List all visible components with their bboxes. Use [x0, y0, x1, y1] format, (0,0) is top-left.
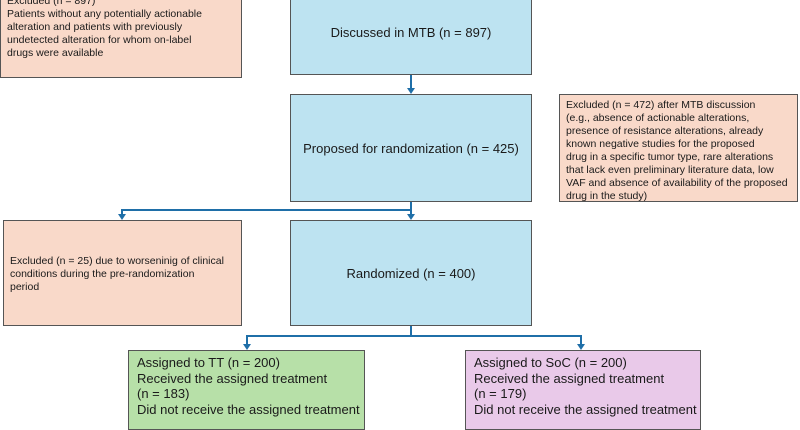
excluded-mtb-line-4: known negative studies for the proposed	[566, 138, 755, 150]
excluded-prerand-line-2: conditions during the pre-randomization	[10, 268, 195, 280]
excluded-top-line-1: Patients without any potentially actiona…	[7, 8, 202, 20]
connector-arms-horizontal	[246, 335, 582, 337]
excluded-top-line-4: drugs were available	[7, 47, 104, 59]
randomized-label: Randomized (n = 400)	[346, 265, 476, 281]
connector-discussed-proposed	[410, 75, 412, 89]
connector-to-excluded-prerand	[121, 209, 123, 215]
excluded-mtb-line-6: that lack even preliminary literature da…	[566, 164, 774, 176]
excluded-no-actionable-box: Excluded (n = 897) Patients without any …	[0, 0, 242, 78]
arm-tt-line-2: Received the assigned treatment	[137, 370, 328, 386]
excluded-mtb-line-8: drug in the study)	[566, 190, 648, 202]
discussed-in-mtb-box: Discussed in MTB (n = 897)	[290, 0, 532, 75]
connector-randomized-down	[410, 326, 412, 336]
excluded-mtb-line-1: Excluded (n = 472) after MTB discussion	[566, 99, 756, 111]
proposed-for-randomization-box: Proposed for randomization (n = 425)	[290, 94, 532, 202]
arm-soc-line-4: Did not receive the assigned treatment	[474, 401, 697, 417]
connector-split-horizontal	[121, 209, 412, 211]
excluded-prerand-line-1: Excluded (n = 25) due to worseninig of c…	[10, 255, 224, 267]
arrowhead-excluded-prerand	[118, 214, 126, 220]
arrowhead-proposed	[407, 88, 415, 94]
arm-tt-box: Assigned to TT (n = 200) Received the as…	[128, 350, 365, 430]
excluded-top-title: Excluded (n = 897)	[7, 0, 96, 7]
randomized-box: Randomized (n = 400)	[290, 220, 532, 326]
arrowhead-soc	[577, 344, 585, 350]
arm-tt-line-4: Did not receive the assigned treatment	[137, 401, 360, 417]
excluded-after-mtb-box: Excluded (n = 472) after MTB discussion …	[559, 94, 798, 202]
arrowhead-tt	[243, 344, 251, 350]
excluded-mtb-line-7: VAF and absence of availability of the p…	[566, 177, 788, 189]
arm-soc-line-3: (n = 179)	[474, 386, 527, 401]
excluded-top-line-2: alteration and patients with previously	[7, 21, 183, 33]
excluded-prerand-line-3: period	[10, 281, 40, 293]
arm-soc-line-2: Received the assigned treatment	[474, 370, 665, 386]
connector-to-tt	[246, 335, 248, 345]
arm-tt-line-1: Assigned to TT (n = 200)	[137, 355, 280, 370]
arm-tt-line-3: (n = 183)	[137, 386, 190, 401]
discussed-label: Discussed in MTB (n = 897)	[330, 25, 492, 40]
arrowhead-randomized	[407, 214, 415, 220]
excluded-prerandomization-box: Excluded (n = 25) due to worseninig of c…	[3, 220, 242, 326]
connector-to-soc	[580, 335, 582, 345]
excluded-mtb-line-5: drug in a specific tumor type, rare alte…	[566, 151, 774, 163]
excluded-mtb-line-3: presence of resistance alterations, alre…	[566, 125, 764, 137]
arm-soc-box: Assigned to SoC (n = 200) Received the a…	[465, 350, 701, 430]
arm-soc-line-1: Assigned to SoC (n = 200)	[474, 355, 627, 370]
excluded-mtb-line-2: (e.g., absence of actionable alterations…	[566, 112, 750, 124]
connector-to-randomized	[410, 209, 412, 215]
connector-proposed-down	[410, 202, 412, 210]
proposed-label: Proposed for randomization (n = 425)	[303, 140, 519, 156]
excluded-top-line-3: undetected alteration for whom on-label	[7, 34, 192, 46]
